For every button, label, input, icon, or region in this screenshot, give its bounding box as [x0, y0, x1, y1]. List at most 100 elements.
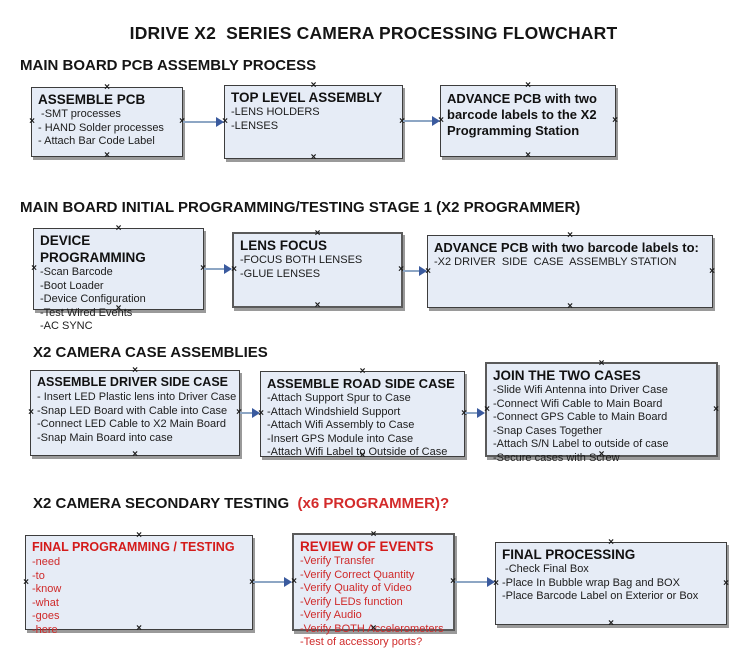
anchor-icon: ×	[23, 576, 29, 588]
flow-box-join-the-two-cases: JOIN THE TWO CASES -Slide Wifi Antenna i…	[484, 359, 719, 464]
box-item: - HAND Solder processes	[38, 121, 164, 134]
anchor-icon: ×	[310, 152, 317, 163]
box-item: -Attach S/N Label to outside of case	[493, 438, 669, 450]
box-item: -goes	[32, 610, 60, 622]
arrow-line	[183, 121, 219, 123]
anchor-icon: ×	[314, 300, 321, 311]
arrow-line	[403, 270, 422, 272]
box-title: LENS FOCUS	[240, 238, 328, 253]
section-heading-secondary-testing: X2 CAMERA SECONDARY TESTING (x6 PROGRAMM…	[33, 495, 449, 512]
anchor-icon: ×	[713, 403, 719, 415]
box-item: -LENS HOLDERS	[231, 106, 320, 118]
arrow-head-icon	[252, 408, 260, 418]
box-item: -LENSES	[231, 119, 279, 132]
anchor-icon: ×	[608, 618, 614, 629]
box-title: ASSEMBLE DRIVER SIDE CASE	[37, 375, 229, 389]
section-heading-pcb-assembly: MAIN BOARD PCB ASSEMBLY PROCESS	[20, 57, 316, 74]
section-heading-red-text: (x6 PROGRAMMER)?	[297, 495, 450, 512]
connector-arrow-icon	[204, 263, 232, 275]
section-heading-text: MAIN BOARD PCB ASSEMBLY PROCESS	[20, 57, 317, 74]
box-title: ADVANCE PCB with two barcode labels to t…	[447, 91, 597, 138]
flow-box-advance-pcb-programming-station: ADVANCE PCB with two barcode labels to t…	[438, 81, 618, 161]
box-item: -know	[32, 583, 62, 595]
anchor-icon: ×	[567, 301, 573, 312]
box-item: -need	[32, 556, 61, 568]
flow-box-assemble-road-side-case: ASSEMBLE ROAD SIDE CASE -Attach Support …	[258, 367, 467, 461]
connector-arrow-icon	[403, 265, 427, 277]
connector-arrow-icon	[240, 407, 260, 419]
box-item: -Attach Support Spur to Case	[267, 392, 411, 404]
connector-arrow-icon	[455, 576, 495, 588]
section-heading-text: X2 CAMERA CASE ASSEMBLIES	[33, 344, 268, 361]
box-item: -Test of accessory ports?	[300, 636, 423, 648]
flow-box-final-processing: FINAL PROCESSING -Check Final Box -Place…	[493, 538, 729, 629]
box-item: -Connect GPS Cable to Main Board	[493, 411, 668, 423]
section-heading-initial-programming: MAIN BOARD INITIAL PROGRAMMING/TESTING S…	[20, 199, 580, 216]
anchor-icon: ×	[29, 116, 35, 127]
box-item: -Secure cases with Screw	[493, 451, 620, 464]
box-item: -Attach Wifi Assembly to Case	[267, 419, 415, 431]
section-heading-text: MAIN BOARD INITIAL PROGRAMMING/TESTING S…	[20, 199, 581, 216]
box-item: -Test Wired Events	[40, 306, 133, 319]
box-item: -Slide Wifi Antenna into Driver Case	[493, 384, 668, 396]
flow-box-advance-pcb-driver-side-station: ADVANCE PCB with two barcode labels to: …	[425, 231, 715, 312]
box-title: REVIEW OF EVENTS	[300, 539, 434, 554]
box-item: -Connect LED Cable to X2 Main Board	[37, 418, 226, 430]
anchor-icon: ×	[104, 150, 110, 161]
arrow-head-icon	[419, 266, 427, 276]
anchor-icon: ×	[525, 150, 531, 161]
box-title: JOIN THE TWO CASES	[493, 368, 641, 383]
box-item: -Attach Windshield Support	[267, 405, 401, 418]
box-item: -Verify Transfer	[300, 555, 375, 567]
connector-arrow-icon	[183, 116, 224, 128]
box-item: -Verify Audio	[300, 609, 362, 621]
box-item: -Verify BOTH Accelerometers	[300, 622, 444, 635]
arrow-head-icon	[432, 116, 440, 126]
arrow-head-icon	[477, 408, 485, 418]
box-item: -Scan Barcode	[40, 266, 113, 278]
arrow-line	[204, 268, 227, 270]
box-title: FINAL PROGRAMMING / TESTING	[32, 540, 235, 554]
box-item: -SMT processes	[38, 108, 121, 120]
flow-box-device-programming: DEVICE PROGRAMMING -Scan Barcode -Boot L…	[31, 224, 206, 333]
arrow-line	[253, 581, 287, 583]
flow-box-top-level-assembly: TOP LEVEL ASSEMBLY -LENS HOLDERS -LENSES…	[222, 81, 405, 163]
box-item: -Verify LEDs function	[300, 595, 403, 608]
box-title: ADVANCE PCB with two barcode labels to:	[434, 240, 699, 255]
box-item: -GLUE LENSES	[240, 267, 321, 280]
box-item: -Verify Correct Quantity	[300, 568, 415, 581]
box-item: -Attach Wifi Label to Outside of Case	[267, 446, 448, 458]
box-title: ASSEMBLE PCB	[38, 92, 146, 107]
arrow-head-icon	[216, 117, 224, 127]
flow-box-assemble-driver-side-case: ASSEMBLE DRIVER SIDE CASE - Insert LED P…	[28, 366, 242, 460]
anchor-icon: ×	[132, 449, 138, 460]
box-item: - Attach Bar Code Label	[38, 135, 155, 147]
box-item: -X2 DRIVER SIDE CASE ASSEMBLY STATION	[434, 256, 677, 268]
box-title: ASSEMBLE ROAD SIDE CASE	[267, 376, 455, 391]
section-heading-text: X2 CAMERA SECONDARY TESTING	[33, 495, 298, 512]
box-item: -Place In Bubble wrap Bag and BOX	[502, 576, 680, 589]
page-title: IDRIVE X2 SERIES CAMERA PROCESSING FLOWC…	[129, 23, 618, 43]
arrow-line	[465, 412, 480, 414]
arrow-head-icon	[284, 577, 292, 587]
arrow-head-icon	[224, 264, 232, 274]
box-item: -what	[32, 596, 59, 609]
box-item: - Insert LED Plastic lens into Driver Ca…	[37, 391, 237, 403]
anchor-icon: ×	[612, 115, 618, 126]
arrow-line	[455, 581, 490, 583]
section-heading-case-assemblies: X2 CAMERA CASE ASSEMBLIES	[33, 344, 268, 361]
box-item: -AC SYNC	[40, 320, 93, 332]
box-item: -Connect Wifi Cable to Main Board	[493, 397, 663, 410]
connector-arrow-icon	[253, 576, 292, 588]
box-title: DEVICE PROGRAMMING	[40, 233, 146, 265]
flow-box-lens-focus: LENS FOCUS -FOCUS BOTH LENSES -GLUE LENS…	[231, 229, 404, 311]
anchor-icon: ×	[28, 407, 34, 418]
flow-box-final-programming-testing: FINAL PROGRAMMING / TESTING -need -to -k…	[23, 531, 255, 636]
box-title: TOP LEVEL ASSEMBLY	[231, 90, 383, 105]
box-item: -Boot Loader	[40, 279, 104, 292]
box-item: -Check Final Box	[502, 563, 589, 575]
box-item: -Snap Cases Together	[493, 424, 603, 437]
arrow-head-icon	[487, 577, 495, 587]
box-item: -Snap Main Board into case	[37, 431, 173, 444]
box-item: -FOCUS BOTH LENSES	[240, 254, 363, 266]
